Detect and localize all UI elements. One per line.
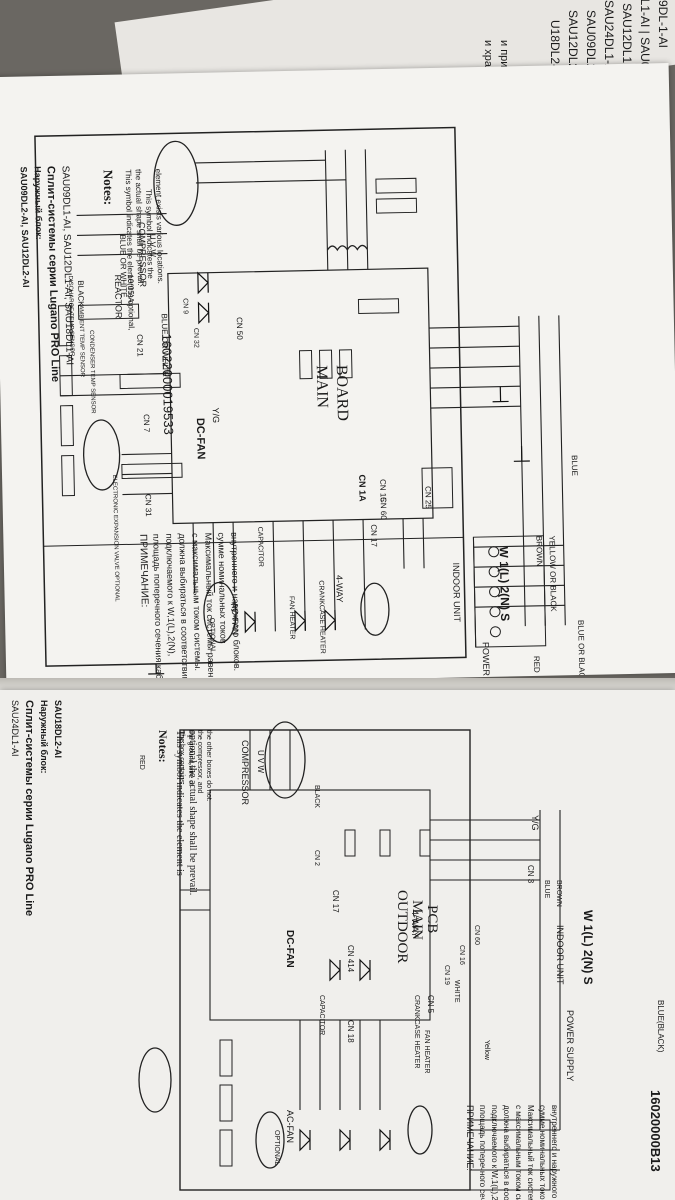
bottom-wire-blue: BLUE bbox=[543, 880, 550, 899]
bottom-wire-red: RED bbox=[138, 755, 145, 770]
top-unit-label: INDOOR UNIT bbox=[450, 562, 463, 623]
bottom-wire-brown: BROWN bbox=[555, 880, 562, 907]
bottom-four-way-symbol bbox=[407, 1105, 433, 1155]
bottom-notes-title: Notes: bbox=[156, 730, 170, 763]
manual-page-top: SAU09DL1-AI, SAU12DL1-AI, SAU18DL1-AI Сп… bbox=[0, 62, 675, 688]
compressor-symbol bbox=[153, 140, 199, 226]
bottom-note-ru-2: должна выбираться в соотв bbox=[502, 1105, 511, 1200]
bottom-note-ru-title: ПРИМЕЧАНИЕ: bbox=[465, 1105, 475, 1171]
reactor-coil bbox=[326, 244, 368, 252]
top-compressor: COMPRESSOR bbox=[136, 221, 149, 288]
bottom-compressor-symbol bbox=[264, 721, 306, 799]
bottom-compressor: COMPRESSOR bbox=[240, 740, 250, 806]
top-cn15: CN 15 bbox=[378, 478, 388, 502]
bottom-wire-white: WHITE bbox=[453, 980, 460, 1003]
bottom-cn16: CN 16 bbox=[458, 945, 465, 965]
bottom-uvw: U V W bbox=[256, 750, 265, 774]
dc-fan-symbol bbox=[82, 419, 121, 491]
manual-page-bottom: SAU24DL1-AI Сплит-системы серии Lugano P… bbox=[0, 690, 675, 1200]
top-board-title-1: MAIN bbox=[312, 365, 331, 409]
bottom-dc-fan: DC-FAN bbox=[284, 930, 295, 968]
top-wire-blue: BLUE bbox=[569, 454, 580, 477]
top-cn1a: CN 1A bbox=[357, 474, 368, 502]
bottom-cn17: CN 17 bbox=[331, 890, 340, 913]
top-uvw: U V W bbox=[148, 233, 158, 258]
bottom-box-note-1: the ground wire of bbox=[187, 730, 194, 787]
top-board-title-2: BOARD bbox=[332, 364, 351, 422]
top-cn21: CN 21 bbox=[135, 334, 145, 357]
bottom-cn19: CN 19 bbox=[443, 965, 450, 985]
top-capacitor: CAPACITOR bbox=[256, 526, 265, 567]
bottom-note-ru-6: внутреннего и наружного bbox=[550, 1105, 559, 1199]
wiring-diagram-bottom bbox=[138, 721, 561, 1191]
top-wire-blue-white2: BLUE OR WHITE bbox=[159, 313, 170, 377]
bottom-note-ru-5: сумме номинальных токов bbox=[538, 1105, 547, 1200]
bottom-note-ru-1: подключаемого к W,1(L),2(N) bbox=[490, 1105, 499, 1200]
bottom-capacitor: CAPACITOR bbox=[318, 995, 325, 1036]
bottom-board-title-3: PCB bbox=[424, 905, 440, 934]
bottom-cn5: CN 5 bbox=[426, 995, 435, 1014]
bottom-cn60: CN 60 bbox=[473, 925, 480, 945]
top-cn50: CN 50 bbox=[234, 316, 245, 340]
bottom-note-ru-3: с максимальным током систем bbox=[514, 1105, 523, 1200]
top-cn31: CN 31 bbox=[143, 493, 153, 517]
bottom-terminal-block bbox=[469, 1119, 551, 1191]
bottom-note-ru-0: площадь поперечного сечен bbox=[478, 1105, 487, 1200]
top-cn9: CN 9 bbox=[181, 298, 189, 315]
bottom-wire-black: BLACK bbox=[313, 785, 320, 808]
bottom-cn414: CN 414 bbox=[346, 945, 355, 973]
top-reactor-val: 10(05)A bbox=[125, 274, 136, 303]
bottom-power-label: POWER SUPPLY bbox=[565, 1010, 575, 1082]
back-line-0: 9DL-1-AI bbox=[656, 0, 670, 49]
bottom-box-note-3: the other boxes do not. bbox=[205, 730, 212, 802]
top-reactor: REACTOR bbox=[112, 274, 124, 319]
top-wire-brown: BROWN bbox=[534, 535, 545, 567]
bottom-wire-yg: Y/G bbox=[530, 815, 540, 831]
bottom-header-unit: Наружный блок: bbox=[39, 700, 49, 774]
top-wire-yg: Y/G bbox=[210, 407, 221, 424]
terminal-block bbox=[472, 535, 547, 648]
top-cn7: CN 7 bbox=[141, 413, 152, 433]
bottom-ac-fan-symbol bbox=[255, 1111, 285, 1169]
bottom-cn2: CN 2 bbox=[313, 850, 320, 866]
bottom-wire-blue-black: BLUE(BLACK) bbox=[656, 1000, 665, 1053]
bottom-header-series: Сплит-системы серии Lugano PRO Line bbox=[23, 700, 35, 917]
bottom-header-model2: SAU18DL2-AI bbox=[53, 700, 63, 759]
bottom-box-note-2: the compressor, and bbox=[196, 730, 203, 794]
top-terminal-label: W 1(L) 2(N) S bbox=[496, 546, 513, 622]
top-dc-fan: DC-FAN bbox=[193, 417, 207, 460]
ac-fan-symbol bbox=[203, 581, 237, 644]
bottom-cn18: CN 18 bbox=[346, 1020, 355, 1043]
bottom-4way: 4-WAY bbox=[410, 910, 420, 938]
bottom-optional: OPTIONAL bbox=[273, 1130, 280, 1166]
bottom-dc-fan-symbol bbox=[138, 1047, 172, 1113]
bottom-wire-yellow: Yellow bbox=[483, 1040, 490, 1060]
top-cn25: CN 25 bbox=[423, 486, 433, 509]
top-wire-blue-black: BLUE OR BLACK bbox=[576, 619, 587, 684]
bottom-cn3: CN 3 bbox=[526, 865, 535, 884]
bottom-crankcase: CRANKCASE HEATER bbox=[413, 995, 420, 1069]
bottom-unit-label: INDOOR UNIT bbox=[555, 925, 565, 985]
bottom-terminal-label: W 1(L) 2(N) S bbox=[581, 910, 595, 985]
wiring-diagram-top bbox=[34, 126, 566, 675]
top-wire-yellow-black: YELLOW OR BLACK bbox=[547, 535, 559, 612]
top-wire-red: RED bbox=[531, 655, 542, 673]
bottom-ac-fan: AC-FAN bbox=[285, 1110, 295, 1144]
back-line-2: I | SAU12DL1 bbox=[620, 0, 634, 64]
top-crankcase: CRANKCASE HEATER bbox=[317, 580, 326, 654]
top-note-ru-title: ПРИМЕЧАНИЕ: bbox=[137, 533, 150, 608]
bottom-header-model: SAU24DL1-AI bbox=[10, 700, 20, 757]
top-wire-black: BLACK bbox=[75, 280, 86, 307]
four-way-symbol bbox=[360, 582, 390, 636]
top-4way: 4-WAY bbox=[334, 574, 345, 603]
bottom-note-ru-4: Максимальный ток системы bbox=[526, 1105, 535, 1200]
top-cn17: CN 17 bbox=[369, 524, 379, 548]
bottom-doc-code: 16020000B13 bbox=[648, 1090, 663, 1172]
bottom-box-note-0: The box contains bbox=[178, 730, 185, 784]
bottom-fan-heater: FAN HEATER bbox=[423, 1030, 430, 1074]
top-fan-heater: FAN HEATER bbox=[287, 595, 296, 640]
top-cn32: CN 32 bbox=[191, 327, 200, 348]
top-notes-title: Notes: bbox=[100, 169, 117, 206]
